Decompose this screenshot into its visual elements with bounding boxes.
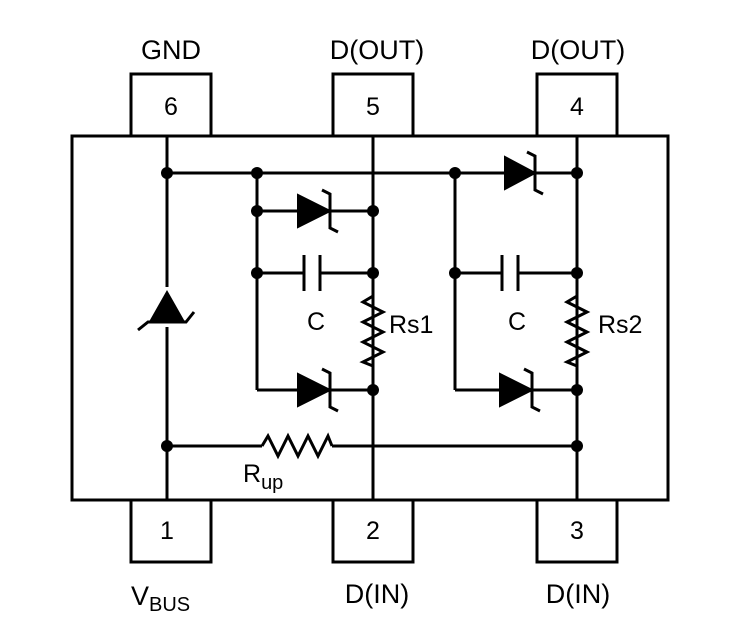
resistor-rup-label: Rup — [243, 460, 283, 494]
capacitor-left — [302, 255, 322, 291]
capacitor-right — [500, 255, 520, 291]
pin-5-label: D(OUT) — [330, 35, 424, 65]
tvs-diode-top-left — [297, 188, 339, 234]
pin-6-label: GND — [141, 35, 201, 65]
pin-6-number: 6 — [164, 93, 178, 121]
pin-1-label: VBUS — [131, 581, 190, 616]
capacitor-right-label: C — [508, 308, 526, 336]
pin-4-number: 4 — [570, 93, 584, 121]
pin-5-number: 5 — [366, 93, 380, 121]
resistor-rs1 — [359, 273, 387, 390]
pin-4-label: D(OUT) — [531, 35, 625, 65]
pin-6: 6 GND — [129, 35, 213, 138]
resistor-rs2-label: Rs2 — [598, 311, 642, 339]
pin-3-number: 3 — [570, 517, 584, 545]
pin-3: 3 D(IN) — [535, 498, 619, 609]
pin-4: 4 D(OUT) — [531, 35, 625, 138]
pin-5: 5 D(OUT) — [330, 35, 424, 138]
tvs-diode-top-right — [504, 150, 544, 196]
resistor-rs1-label: Rs1 — [389, 311, 433, 339]
pin-3-label: D(IN) — [546, 579, 610, 609]
resistor-rs2 — [563, 273, 591, 390]
pin-1: 1 VBUS — [129, 498, 213, 616]
pin-2: 2 D(IN) — [331, 498, 415, 609]
capacitor-left-label: C — [307, 308, 325, 336]
tvs-diode-bottom-left — [297, 367, 339, 413]
resistor-rup — [260, 432, 334, 460]
pin-1-number: 1 — [160, 517, 174, 545]
pin-2-label: D(IN) — [345, 579, 409, 609]
tvs-diode-vbus — [137, 287, 196, 332]
tvs-diode-bottom-right — [499, 367, 541, 413]
pin-2-number: 2 — [366, 517, 380, 545]
junction-dots — [161, 167, 583, 452]
